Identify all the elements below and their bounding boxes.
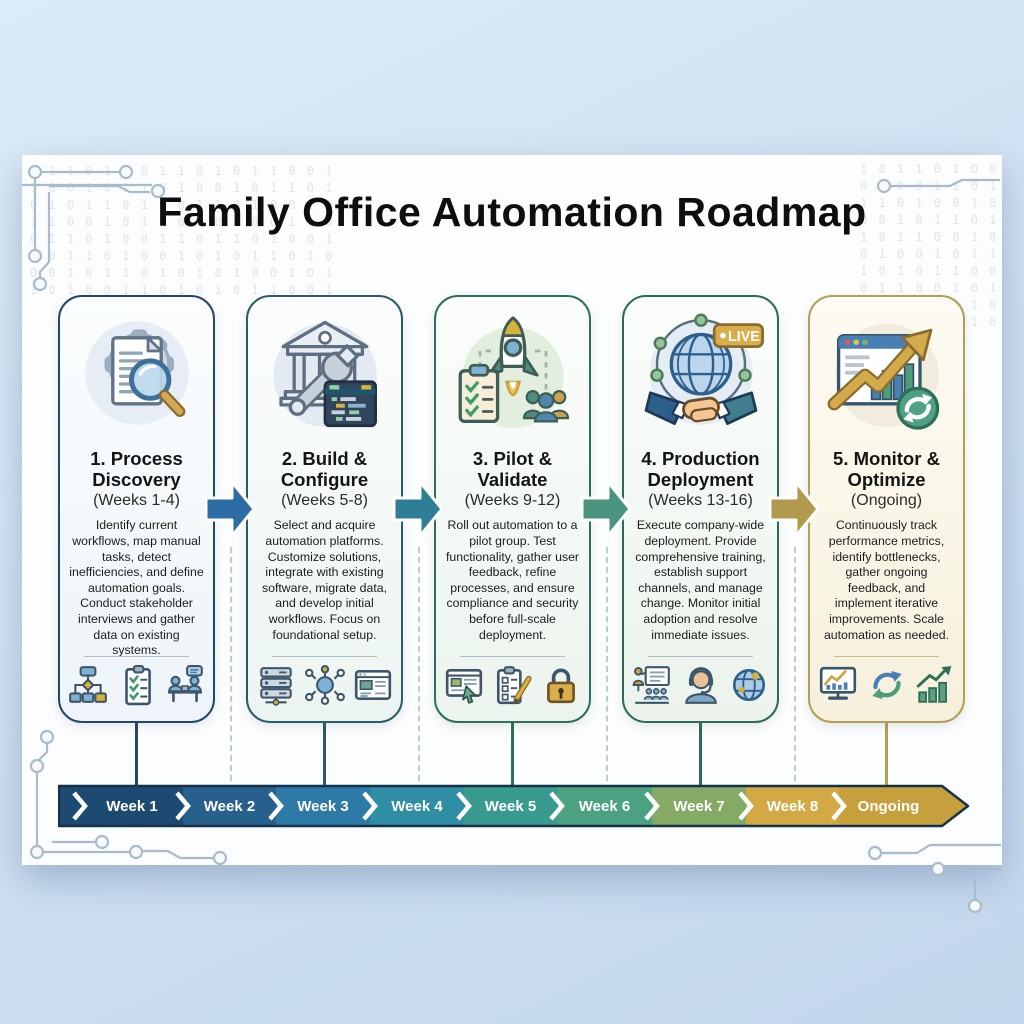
card-connector xyxy=(323,723,326,786)
flow-arrow-2-icon xyxy=(392,480,444,538)
clipboard-pencil-icon xyxy=(496,666,532,705)
timeline-label: Week 8 xyxy=(767,798,818,815)
rocket-launch-checklist-team-icon xyxy=(436,303,589,449)
card-subtitle: (Ongoing) xyxy=(850,492,923,510)
card-title: 1. Process Discovery xyxy=(90,448,183,490)
dashed-connector xyxy=(418,547,420,781)
timeline-segment xyxy=(652,786,746,826)
card-title: 3. Pilot & Validate xyxy=(472,448,553,490)
flow-arrow-1-icon xyxy=(204,480,256,538)
timeline-segment xyxy=(464,786,557,826)
phase-card-process-discovery: 1. Process Discovery (Weeks 1-4) Identif… xyxy=(58,295,215,723)
flowchart-icon xyxy=(68,666,107,703)
divider xyxy=(648,656,753,657)
phase-card-build-configure: 2. Build & Configure (Weeks 5-8) Select … xyxy=(246,295,403,723)
timeline-label: Week 6 xyxy=(579,798,630,815)
card-body: Identify current workflows, map manual t… xyxy=(69,518,204,658)
timeline-segment xyxy=(59,786,183,826)
dashed-connector xyxy=(230,547,232,781)
timeline-label: Week 3 xyxy=(297,798,348,815)
support-headset-icon xyxy=(684,667,717,704)
timeline-segment xyxy=(746,786,839,826)
globe-icon xyxy=(733,668,766,702)
divider xyxy=(460,656,565,657)
training-presentation-icon xyxy=(632,666,670,704)
software-window-icon xyxy=(355,670,392,700)
binary-pattern-top-left: 0 1 1 0 1 0 0 1 1 0 1 0 1 1 0 0 1 1 0 0 … xyxy=(30,164,335,297)
timeline-segment xyxy=(557,786,652,826)
card-title: 5. Monitor & Optimize xyxy=(833,448,940,490)
svg-text:LIVE: LIVE xyxy=(728,329,760,345)
timeline-label: Week 4 xyxy=(391,798,443,815)
roadmap-poster: 0 1 1 0 1 0 0 1 1 0 1 0 1 1 0 0 1 1 0 0 … xyxy=(22,155,1002,865)
divider xyxy=(272,656,377,657)
card-connector xyxy=(511,723,514,786)
bank-wrench-code-icon xyxy=(248,303,401,449)
card-connector xyxy=(135,723,138,786)
timeline-segment xyxy=(839,786,968,826)
stakeholder-interview-icon xyxy=(168,665,204,703)
flow-arrow-4-icon xyxy=(768,480,820,538)
timeline-segment xyxy=(183,786,276,826)
card-title: 2. Build & Configure xyxy=(280,448,369,490)
checklist-icon xyxy=(124,665,151,706)
card-connector xyxy=(699,723,702,786)
flow-arrow-3-icon xyxy=(580,480,632,538)
card-subtitle: (Weeks 1-4) xyxy=(93,492,180,510)
security-lock-icon xyxy=(547,668,576,704)
phase-card-production-deployment: LIVE 4. Production Deployment (Weeks 13-… xyxy=(622,295,779,723)
card-subtitle: (Weeks 9-12) xyxy=(464,492,561,510)
server-stack-icon xyxy=(260,667,292,706)
document-search-gear-icon xyxy=(60,303,213,449)
timeline-segment xyxy=(276,786,370,826)
card-connector xyxy=(885,723,888,786)
growth-chart-icon xyxy=(916,666,952,703)
dashed-connector xyxy=(606,547,608,781)
phase-card-monitor-optimize: 5. Monitor & Optimize (Ongoing) Continuo… xyxy=(808,295,965,723)
live-badge: LIVE xyxy=(712,323,764,348)
phase-card-pilot-validate: 3. Pilot & Validate (Weeks 9-12) Roll ou… xyxy=(434,295,591,723)
card-title: 4. Production Deployment xyxy=(641,448,760,490)
card-subtitle: (Weeks 13-16) xyxy=(648,492,753,510)
dashed-connector xyxy=(794,547,796,781)
globe-handshake-live-icon: LIVE xyxy=(624,303,777,449)
divider xyxy=(834,656,939,657)
card-body: Continuously track performance metrics, … xyxy=(823,518,950,642)
card-body: Execute company-wide deployment. Provide… xyxy=(635,518,766,642)
page-title: Family Office Automation Roadmap xyxy=(157,189,867,235)
card-body: Roll out automation to a pilot group. Te… xyxy=(445,518,580,642)
timeline-segment xyxy=(370,786,464,826)
window-cursor-icon xyxy=(445,668,482,704)
timeline-label: Week 1 xyxy=(106,798,157,815)
timeline-label: Week 7 xyxy=(673,798,724,815)
divider xyxy=(84,656,189,657)
timeline-label: Ongoing xyxy=(858,798,920,815)
card-subtitle: (Weeks 5-8) xyxy=(281,492,368,510)
integration-network-icon xyxy=(304,665,345,705)
timeline-separators xyxy=(72,791,847,821)
timeline-bar: Week 1 Week 2 Week 3 Week 4 Week 5 Week 6 Week… xyxy=(58,784,970,828)
timeline-label: Week 5 xyxy=(485,798,536,815)
dashboard-growth-sync-icon xyxy=(810,303,963,449)
monitor-chart-icon xyxy=(819,666,856,700)
sync-arrows-icon xyxy=(871,670,902,700)
card-body: Select and acquire automation platforms.… xyxy=(261,518,388,642)
timeline-label: Week 2 xyxy=(204,798,255,815)
